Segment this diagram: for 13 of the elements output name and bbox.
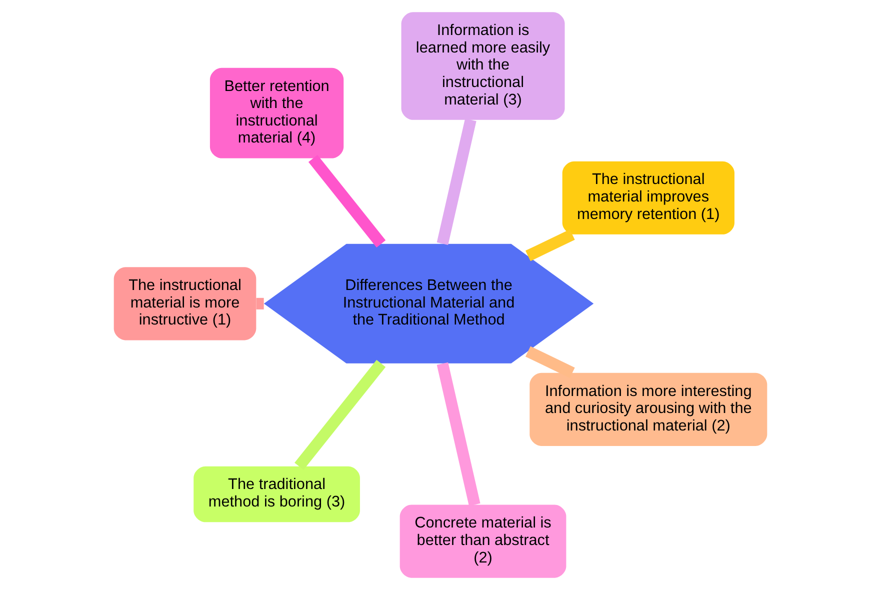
connector	[308, 154, 386, 248]
node-box: Information is learned more easily with the instructional material (3)	[401, 12, 565, 120]
node-box: The traditional method is boring (3)	[194, 466, 360, 522]
node-box: Information is more interesting and curiosity arousing with the instructional material (2)	[530, 372, 768, 446]
connector	[436, 118, 476, 245]
connector	[256, 298, 264, 310]
node-box: The instructional material improves memory retention (1)	[562, 161, 734, 234]
connector	[525, 346, 575, 378]
node-box: Better retention with the instructional material (4)	[210, 68, 344, 158]
connector	[436, 362, 480, 506]
node-box: Concrete material is better than abstract (2)	[400, 504, 566, 578]
node-box: The instructional material is more instructive (1)	[114, 267, 256, 340]
connector	[525, 229, 575, 262]
